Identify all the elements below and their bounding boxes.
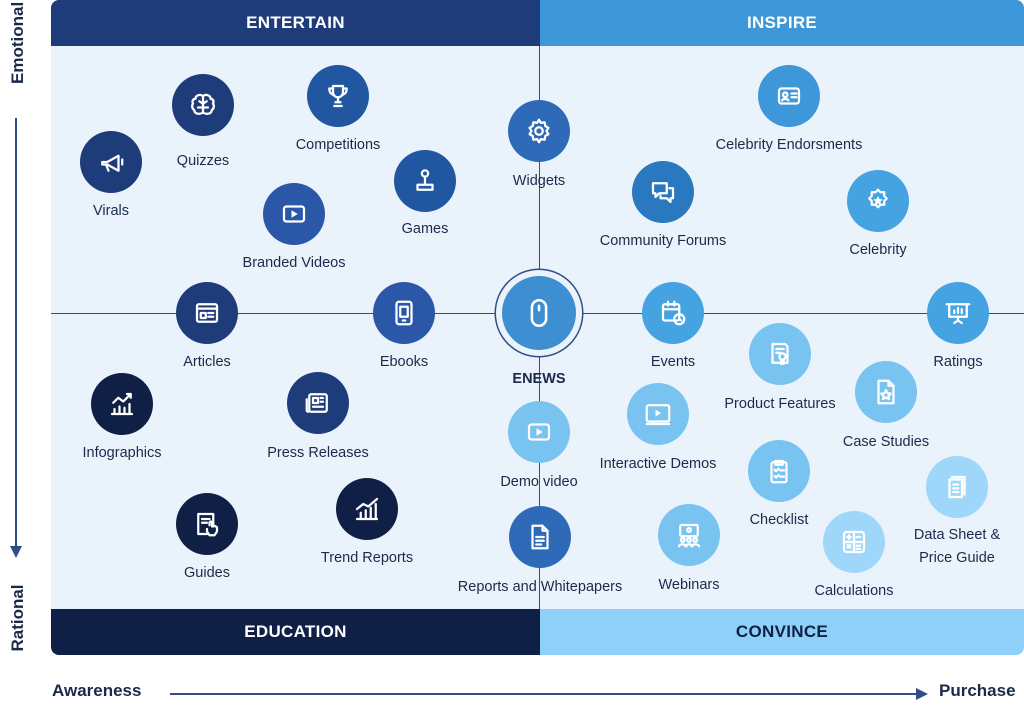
quadrant-header-entertain: ENTERTAIN	[51, 0, 540, 46]
horizontal-axis-arrowhead	[916, 688, 928, 700]
axis-label-rational: Rational	[8, 584, 27, 652]
label-games: Games	[401, 221, 449, 237]
node-guides	[176, 493, 238, 555]
vertical-axis-arrow	[15, 118, 17, 548]
document-icon	[525, 522, 555, 552]
axis-label-emotional: Emotional	[8, 1, 27, 84]
video-icon	[279, 199, 309, 229]
node-articles	[176, 282, 238, 344]
label-branded-videos: Branded Videos	[242, 255, 346, 271]
guide-touch-icon	[192, 509, 222, 539]
node-events	[642, 282, 704, 344]
node-infographics	[91, 373, 153, 435]
node-calculations	[823, 511, 885, 573]
node-ebooks	[373, 282, 435, 344]
stacked-docs-icon	[942, 472, 972, 502]
vertical-axis-arrowhead	[10, 546, 22, 558]
label-calculations: Calculations	[814, 583, 894, 599]
label-guides: Guides	[184, 565, 230, 581]
node-branded-videos	[263, 183, 325, 245]
megaphone-icon	[96, 147, 126, 177]
gear-icon	[524, 116, 554, 146]
node-celebrity	[847, 170, 909, 232]
quadrant-board: ENTERTAIN INSPIRE EDUCATION CONVINCE Vir…	[51, 0, 1024, 655]
label-webinars: Webinars	[658, 577, 720, 593]
label-case-studies: Case Studies	[842, 434, 930, 450]
quadrant-footer-education: EDUCATION	[51, 609, 540, 655]
label-ebooks: Ebooks	[379, 354, 429, 370]
node-checklist	[748, 440, 810, 502]
label-interactive-demos: Interactive Demos	[599, 456, 717, 472]
axis-label-purchase: Purchase	[939, 681, 1016, 700]
label-competitions: Competitions	[295, 137, 381, 153]
node-virals	[80, 131, 142, 193]
certificate-icon	[765, 339, 795, 369]
node-enews	[502, 276, 576, 350]
axis-label-awareness: Awareness	[52, 681, 142, 700]
horizontal-axis-arrow	[170, 693, 920, 695]
label-events: Events	[650, 354, 696, 370]
node-product-features	[749, 323, 811, 385]
node-celebrity-endorsements	[758, 65, 820, 127]
node-widgets	[508, 100, 570, 162]
node-reports-whitepapers	[509, 506, 571, 568]
document-star-icon	[871, 377, 901, 407]
mouse-icon	[522, 296, 556, 330]
trophy-icon	[323, 81, 353, 111]
article-icon	[192, 298, 222, 328]
label-press-releases: Press Releases	[267, 445, 369, 461]
video-icon	[524, 417, 554, 447]
label-demo-video: Demo video	[500, 474, 578, 490]
label-celebrity-endorsements: Celebrity Endorsments	[715, 137, 863, 153]
label-virals: Virals	[93, 203, 129, 219]
node-case-studies	[855, 361, 917, 423]
label-ratings: Ratings	[933, 354, 983, 370]
node-webinars	[658, 504, 720, 566]
label-articles: Articles	[183, 354, 231, 370]
presentation-chart-icon	[943, 298, 973, 328]
node-interactive-demos	[627, 383, 689, 445]
node-press-releases	[287, 372, 349, 434]
label-trend-reports: Trend Reports	[320, 550, 414, 566]
quadrant-footer-convince: CONVINCE	[540, 609, 1024, 655]
label-data-sheet: Data Sheet & Price Guide	[913, 527, 1001, 567]
node-demo-video	[508, 401, 570, 463]
node-games	[394, 150, 456, 212]
node-quizzes	[172, 74, 234, 136]
label-quizzes: Quizzes	[176, 153, 230, 169]
label-celebrity: Celebrity	[849, 242, 907, 258]
tablet-icon	[389, 298, 419, 328]
label-enews: ENEWS	[512, 371, 566, 387]
label-checklist: Checklist	[749, 512, 809, 528]
node-data-sheet	[926, 456, 988, 518]
brain-icon	[188, 90, 218, 120]
label-community-forums: Community Forums	[599, 233, 727, 249]
label-product-features: Product Features	[724, 396, 836, 412]
quadrant-header-inspire: INSPIRE	[540, 0, 1024, 46]
node-trend-reports	[336, 478, 398, 540]
webinar-icon	[674, 520, 704, 550]
joystick-icon	[410, 166, 440, 196]
newspaper-icon	[303, 388, 333, 418]
calendar-clock-icon	[658, 298, 688, 328]
calculator-icon	[839, 527, 869, 557]
star-badge-icon	[863, 186, 893, 216]
clipboard-check-icon	[764, 456, 794, 486]
label-widgets: Widgets	[512, 173, 566, 189]
label-reports-whitepapers: Reports and Whitepapers	[457, 579, 623, 595]
chat-bubbles-icon	[648, 177, 678, 207]
node-community-forums	[632, 161, 694, 223]
label-infographics: Infographics	[82, 445, 162, 461]
video-player-icon	[643, 399, 673, 429]
rising-chart-icon	[107, 389, 137, 419]
node-ratings	[927, 282, 989, 344]
node-competitions	[307, 65, 369, 127]
id-card-icon	[774, 81, 804, 111]
bar-chart-icon	[352, 494, 382, 524]
